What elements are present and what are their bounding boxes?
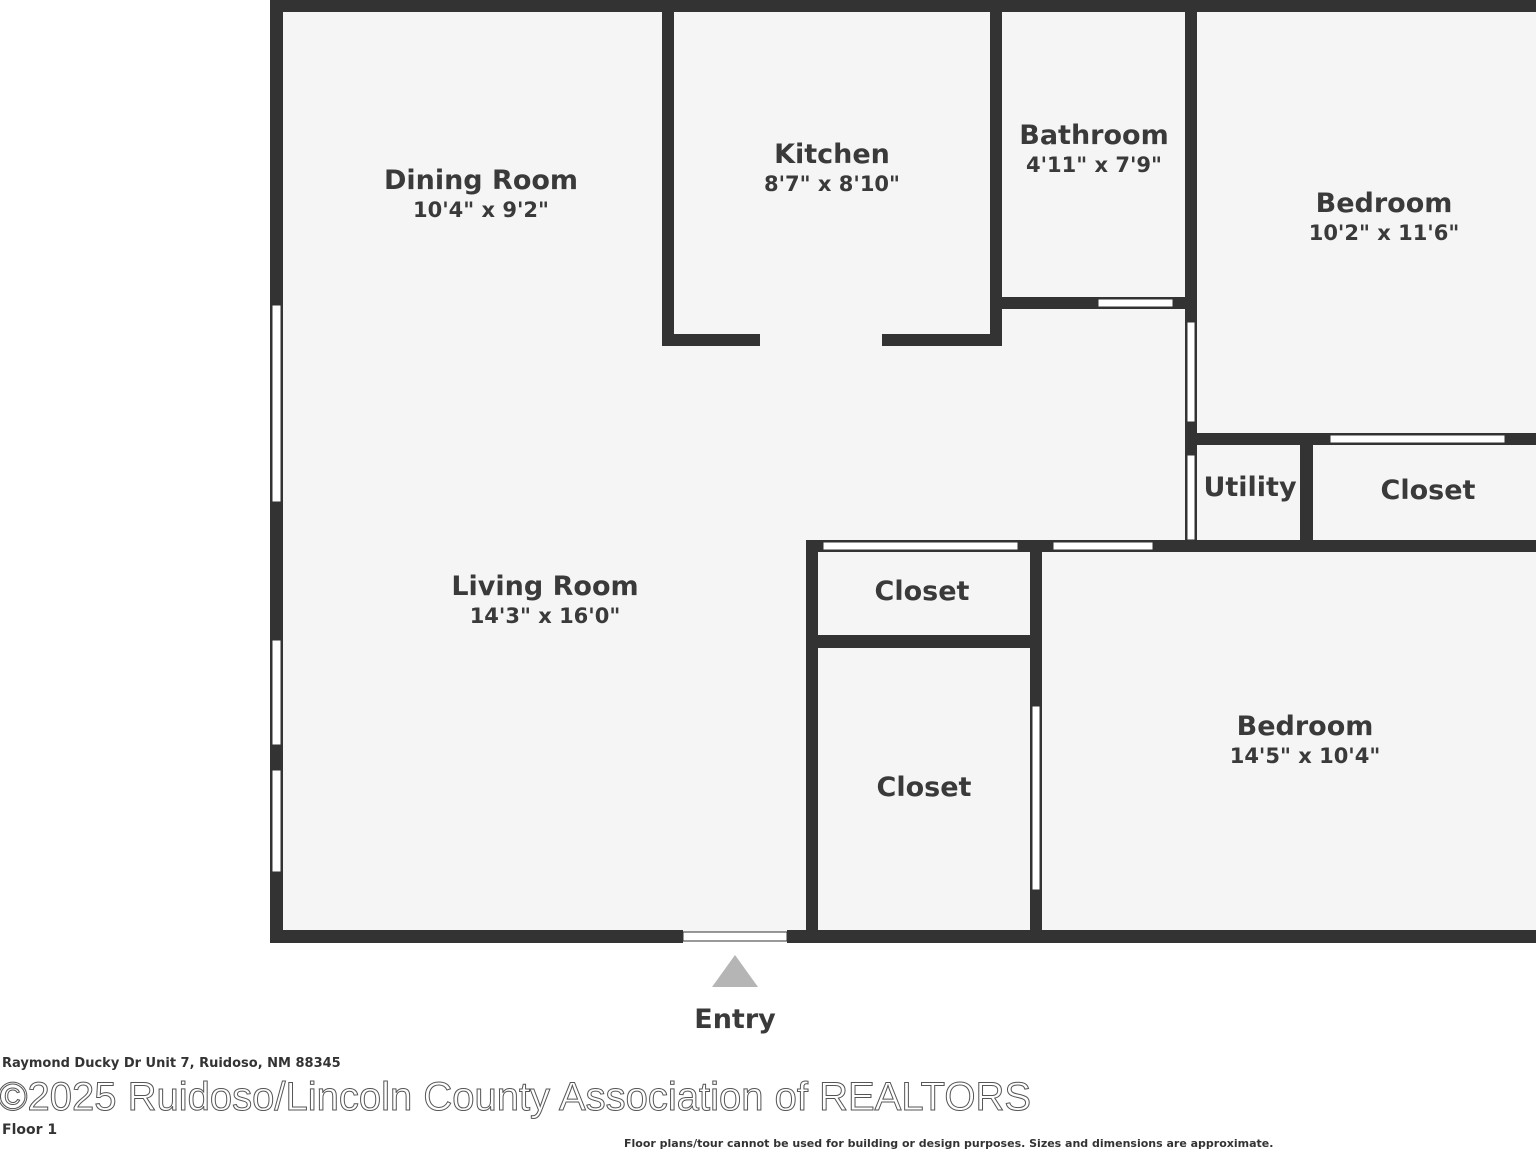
room-name: Dining Room bbox=[383, 165, 579, 196]
watermark: ©2025 Ruidoso/Lincoln County Association… bbox=[0, 1075, 1032, 1119]
entry-arrow-icon bbox=[712, 955, 758, 987]
disclaimer: Floor plans/tour cannot be used for buil… bbox=[624, 1137, 1274, 1150]
room-name: Bathroom bbox=[1019, 120, 1169, 151]
room-name: Closet bbox=[876, 772, 972, 803]
room-name: Bedroom bbox=[1315, 188, 1453, 219]
room-closet-3: Closet bbox=[877, 772, 972, 803]
room-utility: Utility bbox=[1203, 472, 1296, 503]
room-closet-2: Closet bbox=[875, 576, 970, 607]
windows bbox=[271, 298, 1506, 942]
address: Raymond Ducky Dr Unit 7, Ruidoso, NM 883… bbox=[2, 1056, 341, 1071]
room-dims: 4'11" x 7'9" bbox=[1026, 153, 1162, 177]
room-dims: 8'7" x 8'10" bbox=[764, 172, 900, 196]
entry-label: Entry bbox=[694, 1004, 776, 1035]
room-name: Utility bbox=[1203, 472, 1297, 503]
room-dims: 14'3" x 16'0" bbox=[469, 604, 621, 628]
room-name: Kitchen bbox=[774, 139, 890, 170]
room-name: Closet bbox=[874, 576, 970, 607]
room-dims: 10'4" x 9'2" bbox=[413, 198, 549, 222]
room-dims: 10'2" x 11'6" bbox=[1308, 221, 1460, 245]
walls bbox=[270, 0, 1536, 943]
room-name: Bedroom bbox=[1236, 711, 1374, 742]
room-name: Living Room bbox=[451, 571, 639, 602]
floor-area bbox=[276, 6, 1536, 936]
room-dims: 14'5" x 10'4" bbox=[1229, 744, 1381, 768]
room-closet-1: Closet bbox=[1381, 475, 1476, 506]
floor-label: Floor 1 bbox=[2, 1122, 58, 1138]
room-name: Closet bbox=[1380, 475, 1476, 506]
